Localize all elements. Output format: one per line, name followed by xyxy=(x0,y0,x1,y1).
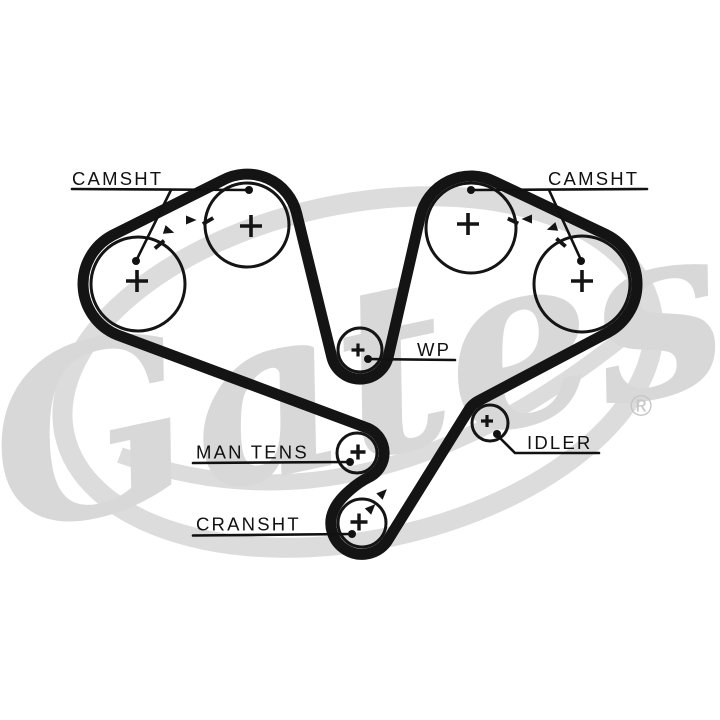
label-idler: IDLER xyxy=(527,432,593,453)
callout-crankshaft: CRANSHT xyxy=(191,514,356,538)
pulley-idler xyxy=(470,403,510,443)
leader-line-cransht xyxy=(191,532,353,537)
leader-line-wp xyxy=(366,357,457,362)
pulley-water-pump xyxy=(336,326,384,374)
leader-dot-cam-left-outer xyxy=(132,257,140,265)
leader-line-camsht-right-outer xyxy=(547,188,583,262)
callout-idler: IDLER xyxy=(493,430,601,455)
leader-dot-cransht xyxy=(348,530,356,538)
callout-camshaft-left: CAMSHT xyxy=(70,168,253,265)
callout-camshaft-right: CAMSHT xyxy=(467,168,649,265)
rotation-arrow-icon-crank-2 xyxy=(364,504,376,515)
plus-mark-cam-right-inner xyxy=(457,213,479,235)
rotation-arrow-icon-crank-1 xyxy=(376,489,387,500)
timing-arrow-icon-left-outer xyxy=(162,225,175,234)
leader-dot-cam-left-inner xyxy=(245,186,253,194)
label-camshaft-right: CAMSHT xyxy=(548,168,639,189)
label-camshaft-left: CAMSHT xyxy=(72,168,163,189)
leader-dot-man-tens xyxy=(346,458,354,466)
leader-dot-cam-right-inner xyxy=(467,186,475,194)
timing-arrow-icon-left-inner xyxy=(186,215,197,225)
leader-dot-idler xyxy=(493,430,501,438)
plus-mark-crankshaft xyxy=(350,513,368,531)
callouts: CAMSHT CAMSHT WP IDLER MAN TENS xyxy=(70,168,649,538)
callout-water-pump: WP xyxy=(364,339,457,363)
leader-line-man-tens xyxy=(191,460,352,465)
pulley-manual-tensioner xyxy=(335,431,379,475)
timing-dash-right-inner xyxy=(506,216,520,226)
label-crankshaft: CRANSHT xyxy=(196,514,301,535)
timing-belt-path xyxy=(77,168,643,560)
pulley-camshaft-left-inner xyxy=(203,181,291,269)
plus-mark-cam-right-outer xyxy=(571,270,593,292)
leader-line-camsht-right xyxy=(469,187,649,192)
pulleys xyxy=(89,181,632,549)
plus-mark-idler xyxy=(481,415,493,427)
leader-dot-wp xyxy=(364,355,372,363)
pulley-camshaft-right-outer xyxy=(532,234,632,334)
plus-mark-cam-left-inner xyxy=(240,215,262,237)
plus-mark-cam-left-outer xyxy=(126,270,148,292)
leader-line-camsht-left-outer xyxy=(134,188,173,263)
pulley-plus-marks xyxy=(126,213,593,531)
timing-arrow-icon-right-inner xyxy=(521,214,532,224)
pulley-crankshaft xyxy=(336,497,388,549)
leader-dot-cam-right-outer xyxy=(577,257,585,265)
leader-line-idler xyxy=(495,433,601,455)
label-manual-tensioner: MAN TENS xyxy=(196,442,309,463)
callout-manual-tensioner: MAN TENS xyxy=(191,442,354,466)
pulley-camshaft-left-outer xyxy=(89,235,187,333)
timing-arrow-icon-right-outer xyxy=(546,222,559,231)
label-water-pump: WP xyxy=(417,339,451,360)
timing-dash-left-inner xyxy=(201,216,215,226)
timing-dash-right-outer xyxy=(555,237,567,248)
timing-dash-left-outer xyxy=(153,239,166,250)
leader-line-camsht-left xyxy=(70,187,251,192)
plus-mark-water-pump xyxy=(351,343,365,357)
plus-mark-manual-tensioner xyxy=(350,444,366,460)
registered-trademark-icon: ® xyxy=(630,390,652,423)
timing-marks xyxy=(153,214,567,515)
pulley-camshaft-right-inner xyxy=(424,181,518,275)
